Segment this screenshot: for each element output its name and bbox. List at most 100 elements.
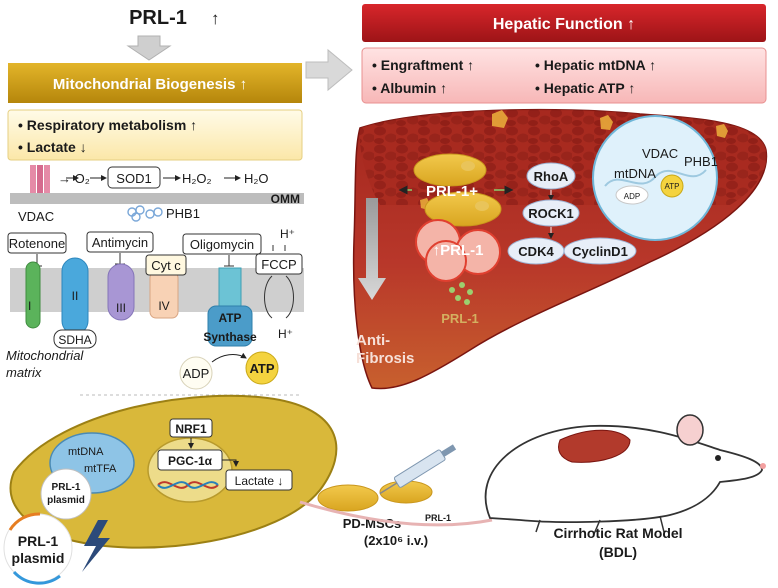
injected-cell-1: [317, 484, 379, 512]
electroporation-bolt-icon: [82, 520, 110, 572]
down-arrow-icon: [126, 35, 172, 61]
plasmid-large-label-1: PRL-1: [18, 533, 59, 549]
cytc-label: Cyt c: [151, 258, 181, 273]
inset-adp-bubble: [615, 185, 649, 205]
liver-illustration: Anti- Fibrosis PRL-1+ ↑PRL-1 PRL-1 RhoA …: [352, 108, 768, 390]
inset-phb1-label: PHB1: [684, 154, 718, 169]
proton-leak-arrows: [264, 275, 294, 319]
atp-synthase-stalk: [218, 267, 242, 307]
sod1-box: [107, 166, 161, 189]
h2o-label: H₂O: [244, 171, 269, 186]
cyclind1-node: [563, 237, 637, 265]
mito-biogenesis-banner: [8, 63, 302, 103]
atp-bubble: [245, 351, 279, 385]
metabolism-box: [7, 109, 303, 161]
h-plus-top-label: H⁺: [280, 227, 295, 241]
complex-i-label: I: [28, 299, 31, 313]
prl1-hepatocyte-label: ↑PRL-1: [433, 242, 484, 259]
pd-mscs-label: PD-MSCs: [343, 516, 402, 531]
hepatic-function-label: Hepatic Function ↑: [493, 16, 635, 33]
hepatocyte-3: [425, 240, 467, 282]
pd-mscs-superscript: PRL-1: [425, 513, 451, 523]
sdha-box: [53, 329, 97, 349]
matrix-label-2: matrix: [6, 365, 42, 380]
phb1-label: PHB1: [166, 206, 200, 221]
outcome-hepatic-atp: • Hepatic ATP ↑: [535, 80, 635, 96]
outcome-albumin: • Albumin ↑: [372, 80, 447, 96]
omm-label: OMM: [271, 192, 300, 206]
cell-mttfa-label: mtTFA: [84, 463, 117, 475]
plasmid-small-label-2: plasmid: [47, 495, 85, 506]
anti-fibrosis-label-2: Fibrosis: [356, 350, 414, 367]
atp-synthase-label-1: ATP: [218, 311, 241, 325]
fccp-label: FCCP: [261, 257, 296, 272]
rat-model-label: Cirrhotic Rat Model: [553, 525, 682, 541]
sdha-label: SDHA: [58, 333, 91, 347]
pgc1a-label: PGC-1α: [168, 454, 213, 468]
outcome-engraftment: • Engraftment ↑: [372, 57, 474, 73]
up-arrow-icon: ↑: [211, 9, 220, 28]
inset-vdac-label: VDAC: [642, 146, 678, 161]
matrix-label-1: Mitochondrial: [6, 348, 84, 363]
oligomycin-label: Oligomycin: [190, 237, 254, 252]
cyclind1-label: CyclinD1: [572, 244, 628, 259]
phb1-icon: [127, 205, 163, 222]
rat-eye: [715, 455, 721, 461]
rhoa-node: [526, 162, 576, 190]
fccp-box: [255, 253, 303, 275]
omm-membrane: [10, 193, 304, 204]
hepatic-function-banner: [362, 4, 766, 42]
hepatic-outcomes-box: [361, 47, 767, 104]
rotenone-label: Rotenone: [9, 236, 65, 251]
adp-label: ADP: [183, 366, 210, 381]
bdl-label: (BDL): [599, 544, 637, 560]
plasmid-small: [40, 468, 92, 520]
prl1-secreted-dots: [449, 282, 473, 305]
antimycin-label: Antimycin: [92, 235, 148, 250]
right-arrow-icon: [305, 48, 353, 92]
prl1-plus-label: PRL-1+: [426, 183, 478, 200]
prl1-cell-top: [413, 153, 487, 187]
complex-i: [25, 261, 41, 329]
inset-atp-bubble: [660, 174, 684, 198]
rotenone-box: [7, 232, 67, 254]
prl1-secreted-label: PRL-1: [441, 311, 479, 326]
anti-fibrosis-label-1: Anti-: [356, 332, 390, 349]
inset-adp-label: ADP: [624, 192, 640, 201]
oligomycin-box: [182, 233, 262, 255]
atp-label: ATP: [249, 361, 274, 376]
anti-fibrosis-arrow-icon: [358, 198, 386, 300]
cell-lactate-label: Lactate ↓: [235, 474, 284, 488]
cdk4-label: CDK4: [518, 244, 554, 259]
outcome-hepatic-mtdna: • Hepatic mtDNA ↑: [535, 57, 656, 73]
rock1-node: [522, 199, 580, 227]
lactate-text: • Lactate ↓: [18, 139, 87, 155]
h-plus-bottom-label: H⁺: [278, 327, 293, 341]
complex-iii: [107, 263, 135, 321]
vdac-label: VDAC: [18, 209, 54, 224]
rat-nose: [760, 463, 766, 469]
nrf1-box: [169, 418, 213, 438]
rat-illustration: [299, 414, 766, 535]
atp-conversion-arrow: [211, 352, 247, 363]
inset-mtdna-label: mtDNA: [614, 166, 656, 181]
atp-synthase-label-2: Synthase: [203, 330, 257, 344]
dose-label: (2x10⁶ i.v.): [364, 533, 428, 548]
complex-ii-label: II: [72, 289, 79, 303]
prl1-cell-bottom: [424, 191, 502, 227]
complex-iv-label: IV: [158, 299, 169, 313]
adp-bubble: [179, 356, 213, 390]
electron-transport-chain: → O₂ SOD1 H₂O₂ H₂O OMM VDAC PHB1 Rotenon…: [6, 165, 304, 390]
plasmid-small-label-1: PRL-1: [52, 482, 81, 493]
inset-atp-label: ATP: [665, 182, 680, 191]
respiratory-metabolism-text: • Respiratory metabolism ↑: [18, 117, 197, 133]
atp-synthase-head: [207, 305, 253, 347]
plasmid-large-label-2: plasmid: [12, 550, 65, 566]
rat-liver-icon: [558, 429, 631, 463]
rat-ear: [676, 414, 704, 446]
cytc-box: [145, 254, 187, 276]
cell-mtdna-label: mtDNA: [68, 446, 104, 458]
mito-biogenesis-label: Mitochondrial Biogenesis ↑: [53, 76, 247, 93]
